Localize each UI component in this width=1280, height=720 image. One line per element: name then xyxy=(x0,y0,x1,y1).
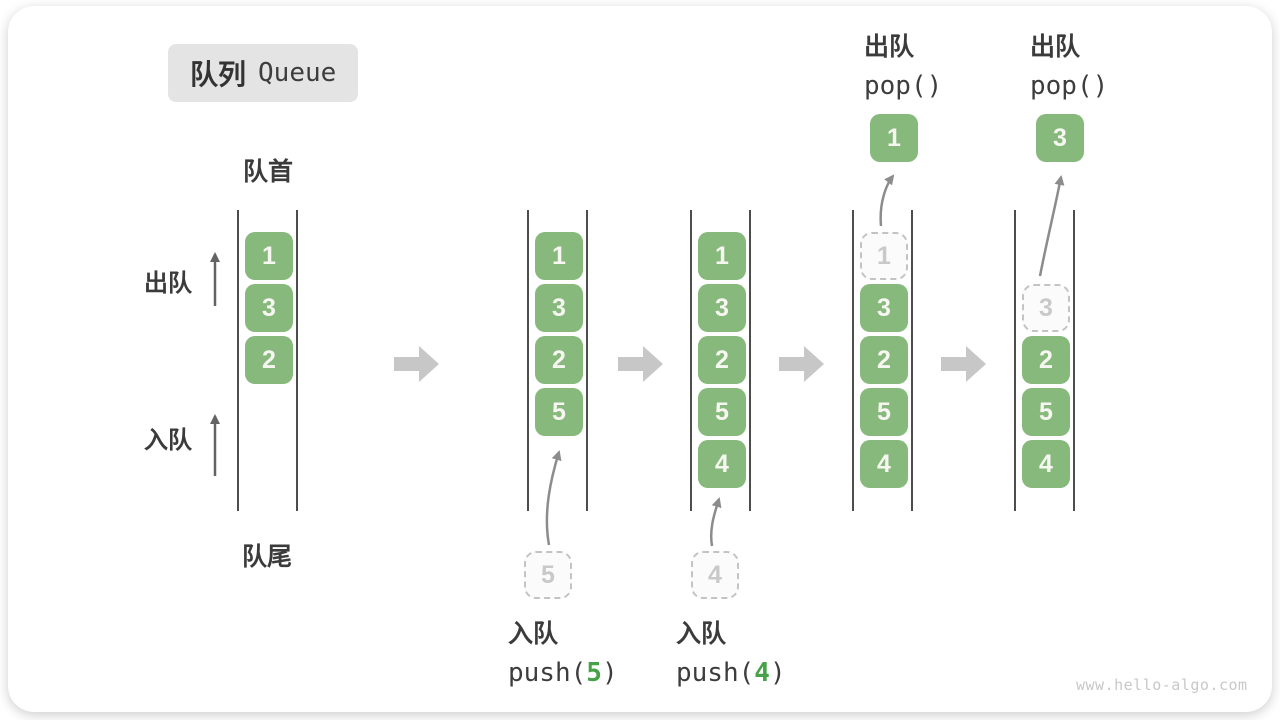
queue-cell: 5 xyxy=(1022,388,1070,436)
code-text: push( xyxy=(676,658,755,688)
queue-cell: 1 xyxy=(535,232,583,280)
queue-cell: 5 xyxy=(535,388,583,436)
enqueue-op-label: 入队 push(5) xyxy=(508,614,618,688)
queue-cell: 3 xyxy=(245,284,293,332)
code-text: push( xyxy=(508,658,587,688)
title-en: Queue xyxy=(258,58,337,88)
enqueue-candidate-box: 5 xyxy=(524,551,572,599)
title-zh: 队列 xyxy=(190,59,247,90)
enqueue-candidate-box: 4 xyxy=(691,551,739,599)
popped-value-box: 3 xyxy=(1036,114,1084,162)
label-queue-front: 队首 xyxy=(243,158,294,186)
label-enqueue-side: 入队 xyxy=(144,427,192,454)
label-dequeue-side: 出队 xyxy=(144,270,192,297)
queue-cell: 4 xyxy=(860,440,908,488)
queue-cell: 4 xyxy=(1022,440,1070,488)
queue-cell: 5 xyxy=(698,388,746,436)
code-text: ) xyxy=(769,658,786,688)
code-text: ) xyxy=(601,658,618,688)
enqueue-op-title: 入队 xyxy=(676,620,727,648)
queue-cell: 1 xyxy=(698,232,746,280)
queue-cell-removed: 1 xyxy=(860,232,908,280)
queue-cell: 3 xyxy=(698,284,746,332)
queue-cell: 2 xyxy=(1022,336,1070,384)
watermark: www.hello-algo.com xyxy=(1076,676,1248,694)
dequeue-op-title: 出队 xyxy=(1030,33,1081,61)
dequeue-op-code: pop() xyxy=(1030,71,1109,101)
enqueue-op-label: 入队 push(4) xyxy=(676,614,786,688)
diagram-title: 队列 Queue xyxy=(168,44,359,102)
queue-cell: 4 xyxy=(698,440,746,488)
dequeue-op-label: 出队 pop() xyxy=(864,27,942,101)
dequeue-op-title: 出队 xyxy=(864,33,915,61)
enqueue-op-title: 入队 xyxy=(508,620,559,648)
queue-cell-removed: 3 xyxy=(1022,284,1070,332)
label-queue-rear: 队尾 xyxy=(242,543,293,571)
popped-value-box: 1 xyxy=(870,114,918,162)
queue-cell: 3 xyxy=(860,284,908,332)
queue-cell: 3 xyxy=(535,284,583,332)
enqueue-op-code: push(5) xyxy=(508,658,618,688)
dequeue-op-label: 出队 pop() xyxy=(1030,27,1108,101)
code-arg: 5 xyxy=(586,658,602,688)
queue-cell: 2 xyxy=(245,336,293,384)
enqueue-op-code: push(4) xyxy=(676,658,786,688)
diagram-card xyxy=(8,6,1272,712)
dequeue-op-code: pop() xyxy=(864,71,943,101)
queue-cell: 1 xyxy=(245,232,293,280)
queue-cell: 2 xyxy=(698,336,746,384)
code-arg: 4 xyxy=(754,658,770,688)
queue-cell: 2 xyxy=(860,336,908,384)
queue-cell: 5 xyxy=(860,388,908,436)
queue-cell: 2 xyxy=(535,336,583,384)
